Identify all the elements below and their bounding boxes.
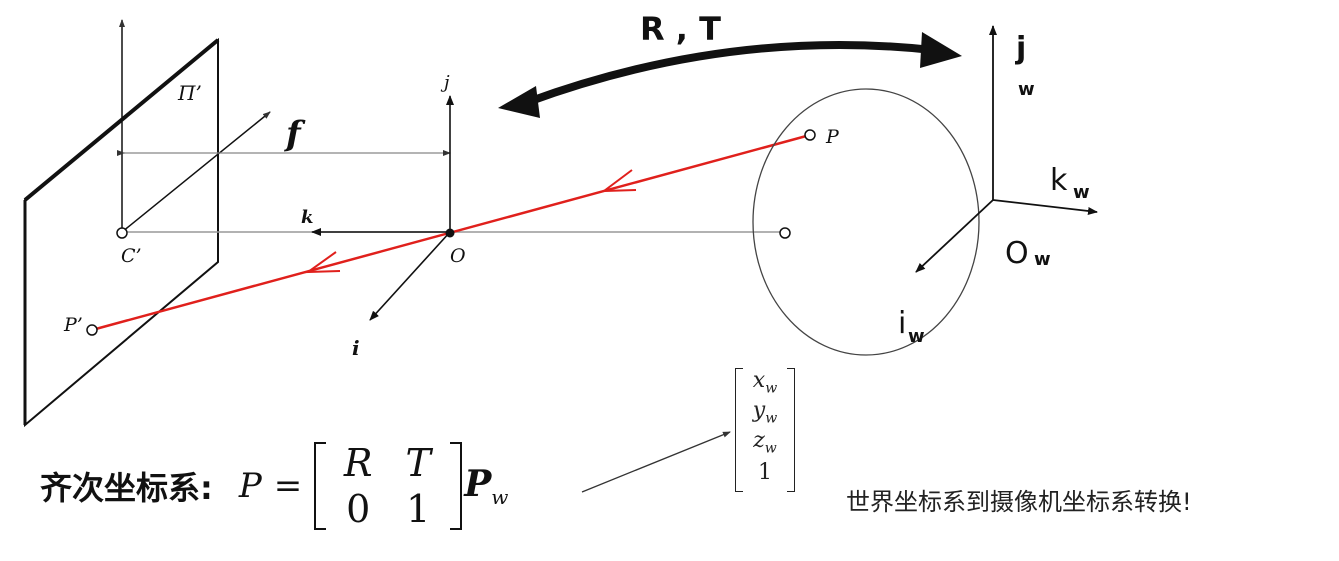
- kw-subscript: w: [1073, 182, 1090, 203]
- world-ellipse: [752, 88, 980, 356]
- vector-entry-one: 1: [758, 460, 772, 485]
- formula-equals: =: [273, 466, 303, 506]
- camera-center-point: [445, 228, 455, 238]
- k-label: k: [301, 207, 313, 228]
- vector-left-bracket: [735, 368, 743, 492]
- i-label: i: [352, 336, 360, 360]
- pi-prime-label: Π’: [177, 81, 202, 105]
- kw-label: k: [1050, 163, 1068, 198]
- c-prime-marker: [116, 227, 128, 239]
- ow-label: O: [1005, 236, 1029, 271]
- pw-pointer-arrow: [581, 431, 731, 493]
- image-diagonal-axis: [121, 111, 271, 233]
- pw-base: P: [464, 462, 492, 505]
- ray-direction-mark-upper: [600, 169, 637, 193]
- rt-arrowhead-right-icon: [920, 32, 962, 68]
- j-label: j: [440, 72, 450, 93]
- rt-matrix: R T 0 1: [314, 440, 463, 532]
- rt-label: R , T: [640, 10, 721, 48]
- world-point-pw: Pw: [464, 463, 508, 509]
- iw-subscript: w: [908, 326, 925, 347]
- p-marker: [804, 129, 816, 141]
- i-axis: [369, 231, 451, 321]
- matrix-cell-t: T: [405, 441, 431, 485]
- iw-axis: [915, 199, 994, 273]
- ray-direction-mark-lower: [304, 251, 341, 274]
- kw-axis: [992, 199, 1098, 215]
- p-label: P: [825, 126, 840, 148]
- rt-arrowhead-left-icon: [498, 86, 540, 118]
- formula-lhs: P: [238, 466, 262, 506]
- homogeneous-coordinates-label: 齐次坐标系:: [40, 469, 213, 507]
- matrix-right-bracket: [450, 442, 463, 530]
- iw-label: i: [898, 306, 906, 341]
- c-prime-label: C’: [121, 245, 142, 267]
- f-label: f: [284, 114, 306, 154]
- world-point-vector: xw yw zw 1: [735, 368, 795, 492]
- vector-entry-z: zw: [753, 428, 777, 457]
- optical-axis-end-marker: [779, 227, 791, 239]
- ow-subscript: w: [1034, 249, 1051, 270]
- o-label: O: [450, 245, 466, 267]
- jw-label: j: [1015, 31, 1026, 66]
- rt-transform-arrow: [526, 40, 933, 106]
- matrix-cell-one: 1: [406, 487, 431, 531]
- jw-subscript: w: [1018, 79, 1035, 100]
- p-prime-label: P’: [63, 314, 83, 336]
- vector-entry-x: xw: [752, 368, 778, 397]
- homogeneous-formula: 齐次坐标系: P = R T 0 1 Pw: [40, 440, 508, 532]
- vector-entry-y: yw: [752, 398, 778, 427]
- vector-right-bracket: [787, 368, 795, 492]
- matrix-cell-r: R: [343, 441, 373, 485]
- p-prime-marker: [86, 324, 98, 336]
- matrix-left-bracket: [314, 442, 327, 530]
- transform-caption: 世界坐标系到摄像机坐标系转换!: [846, 488, 1192, 516]
- pw-subscript: w: [491, 485, 509, 510]
- matrix-cell-zero: 0: [346, 487, 371, 531]
